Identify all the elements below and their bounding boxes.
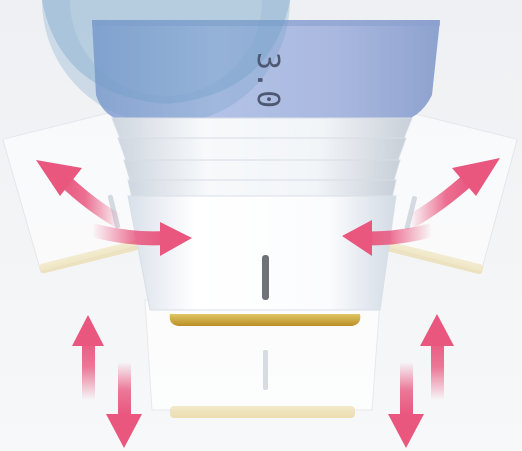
- head-indicator-line: [262, 255, 269, 300]
- cartridge-head: [128, 196, 396, 326]
- cartridge-neck: [112, 118, 412, 198]
- head-gold-tip: [170, 314, 361, 326]
- cartridge-size-label: 3.0: [250, 52, 285, 109]
